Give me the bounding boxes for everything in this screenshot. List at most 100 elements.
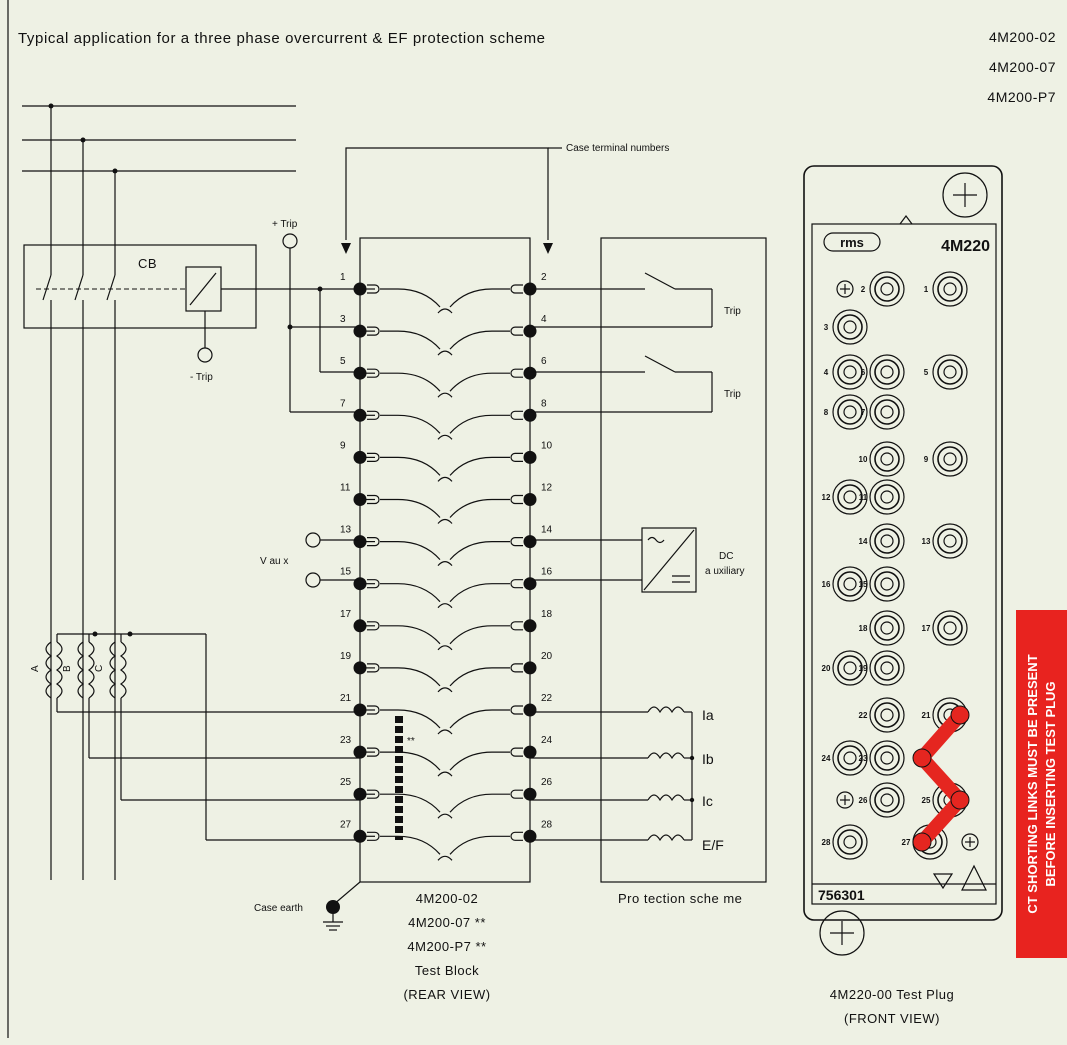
block-caption-3: 4M200-P7 ** [407, 939, 486, 954]
terminal-right-dot [523, 450, 537, 464]
warning-line-2: BEFORE INSERTING TEST PLUG [1043, 681, 1058, 886]
screw-icon [836, 791, 854, 809]
terminal-right-dot [523, 493, 537, 506]
block-caption-5: (REAR VIEW) [403, 987, 490, 1002]
terminal-right-pin [510, 747, 523, 757]
vaux-supply: V au x [260, 532, 360, 588]
terminal-left-pin [367, 705, 380, 715]
terminal-left-pin [367, 747, 380, 757]
hazard-icon [932, 873, 954, 890]
plug-serial: 756301 [818, 887, 865, 903]
trip-label-2: Trip [724, 389, 741, 400]
plug-socket-number: 22 [859, 711, 868, 720]
model-label-2: 4M200-07 [989, 59, 1056, 75]
terminal-right-dot [523, 787, 537, 801]
terminal-link [380, 498, 510, 518]
terminal-left-pin [367, 663, 380, 673]
plug-socket: 26 [859, 782, 905, 818]
terminal-right-dot [523, 703, 537, 717]
plug-socket: 12 [822, 479, 868, 515]
terminal-right-dot [523, 408, 537, 422]
terminal-left-number: 1 [340, 272, 346, 283]
plug-socket-number: 26 [859, 796, 868, 805]
terminal-right-pin [510, 579, 523, 589]
shorting-link [915, 708, 967, 765]
plug-socket-number: 16 [822, 580, 831, 589]
plug-socket: 23 [859, 740, 905, 776]
block-caption-2: 4M200-07 ** [408, 915, 486, 930]
plug-socket-number: 7 [861, 408, 866, 417]
shorting-links [912, 705, 970, 852]
terminal-right-pin [510, 789, 523, 799]
terminal-link [380, 625, 510, 645]
terminal-left-pin [367, 452, 380, 462]
block-caption-1: 4M200-02 [416, 891, 479, 906]
terminal-right-dot [523, 366, 537, 380]
plug-socket-number: 3 [824, 323, 829, 332]
ib-label: Ib [702, 751, 714, 767]
terminal-right-number: 8 [541, 398, 547, 409]
terminal-link-bridge [437, 645, 453, 651]
terminal-right-dot [523, 324, 537, 338]
terminal-left-number: 27 [340, 819, 352, 830]
warning-banner-bg [1016, 610, 1067, 958]
plug-socket: 4 [824, 354, 868, 390]
terminal-left-pin [367, 494, 380, 505]
terminal-link-bridge [437, 308, 453, 314]
terminal-right-pin [510, 452, 523, 462]
terminal-link [380, 330, 510, 350]
terminal-left-number: 7 [340, 398, 346, 409]
protection-scheme-box [600, 237, 767, 883]
shorting-link-end [950, 790, 970, 810]
screw-icon [961, 833, 979, 851]
terminal-right-number: 12 [541, 483, 553, 494]
plug-brand: rms [840, 235, 864, 250]
terminal-right-number: 18 [541, 609, 553, 620]
terminal-right-number: 16 [541, 567, 553, 578]
dc-converter [641, 527, 697, 593]
plug-socket: 2 [861, 271, 905, 307]
plug-socket: 19 [859, 650, 905, 686]
terminal-left-number: 19 [340, 651, 352, 662]
plug-socket: 9 [924, 441, 968, 477]
terminal-left-number: 3 [340, 314, 346, 325]
relay-current-inputs: Ia Ib Ic E/F [530, 706, 724, 853]
case-earth: Case earth [254, 881, 361, 931]
model-label-1: 4M200-02 [989, 29, 1056, 45]
plug-socket: 24 [822, 740, 868, 776]
plug-socket: 14 [859, 523, 905, 559]
terminal-left-number: 23 [340, 735, 352, 746]
plug-model: 4M220 [941, 238, 990, 255]
plug-socket: 7 [861, 394, 905, 430]
terminal-left-pin [367, 621, 380, 631]
plug-socket: 13 [922, 523, 968, 559]
terminal-link-bridge [437, 561, 453, 567]
plus-trip-terminal [282, 233, 298, 249]
plug-socket-number: 18 [859, 624, 868, 633]
phase-b-label: B [62, 665, 73, 672]
terminal-link [380, 414, 510, 434]
diagram-title: Typical application for a three phase ov… [18, 30, 546, 47]
plug-socket: 28 [822, 824, 868, 860]
plug-socket-number: 12 [822, 493, 831, 502]
current-transformers: A B C [30, 631, 360, 841]
phase-a-label: A [30, 665, 41, 672]
plug-socket: 6 [861, 354, 905, 390]
terminal-left-pin [367, 537, 380, 547]
terminal-right-number: 6 [541, 356, 547, 367]
dc-auxiliary-supply: DC a uxiliary [530, 527, 744, 593]
terminal-link-bridge [437, 350, 453, 356]
plug-socket-number: 8 [824, 408, 829, 417]
minus-trip-terminal [197, 347, 213, 363]
terminal-left-pin [367, 789, 380, 799]
terminal-right-pin [510, 368, 523, 378]
terminal-link [380, 709, 510, 729]
terminal-link [380, 372, 510, 392]
case-terminal-bracket: Case terminal numbers [341, 143, 669, 254]
